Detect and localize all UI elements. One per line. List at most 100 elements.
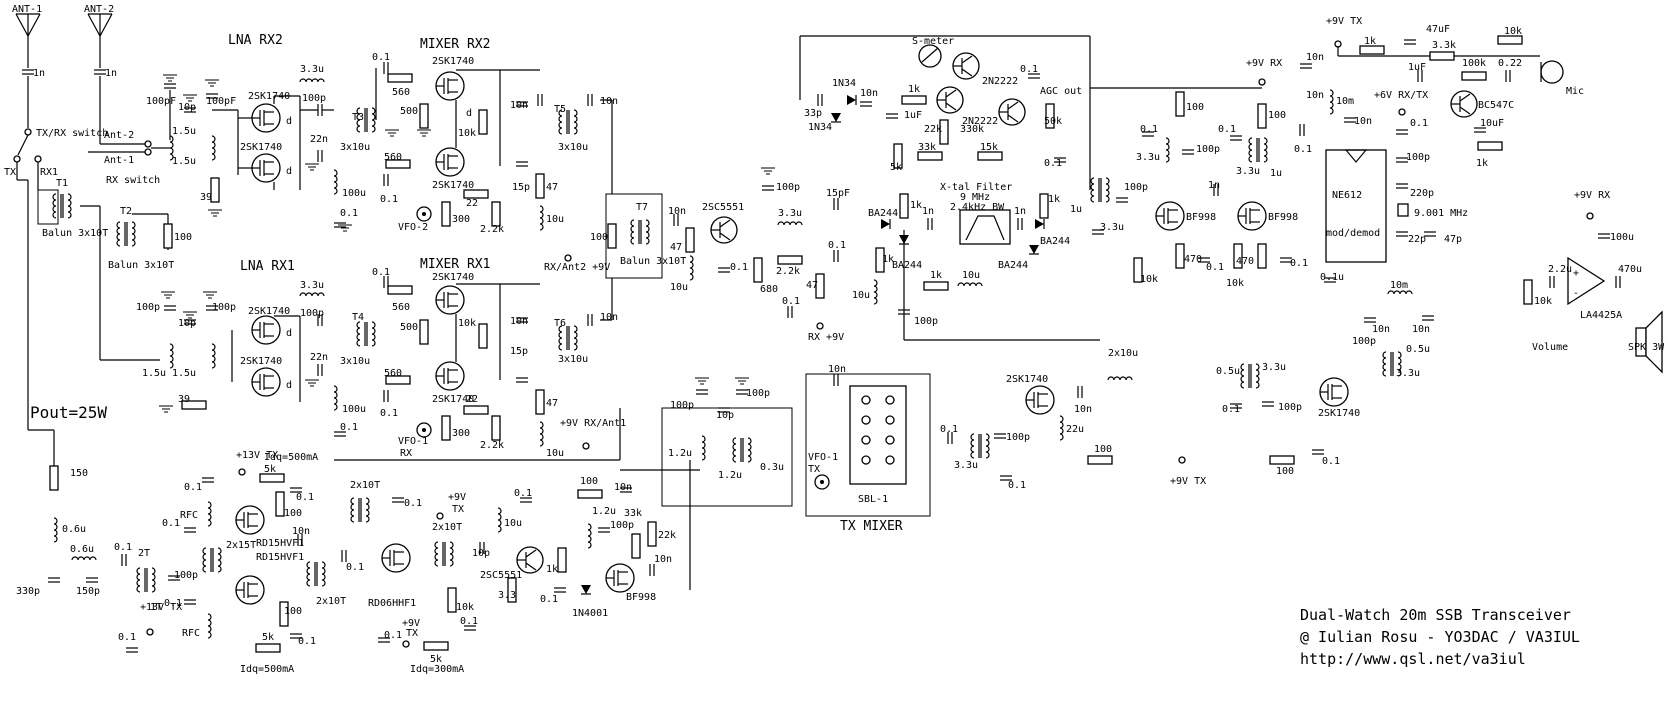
svg-text:2SK1740: 2SK1740 bbox=[432, 56, 474, 67]
svg-text:100: 100 bbox=[590, 232, 608, 243]
svg-text:1k: 1k bbox=[910, 200, 922, 211]
svg-text:2.2k: 2.2k bbox=[776, 266, 800, 277]
svg-text:T1: T1 bbox=[56, 178, 68, 189]
svg-text:1.2u: 1.2u bbox=[668, 448, 692, 459]
lna-rx2-label: LNA RX2 bbox=[228, 33, 283, 48]
svg-text:0.3u: 0.3u bbox=[760, 462, 784, 473]
svg-text:1k: 1k bbox=[546, 564, 558, 575]
svg-text:100p: 100p bbox=[1406, 152, 1430, 163]
svg-text:0.1: 0.1 bbox=[296, 492, 314, 503]
svg-text:d: d bbox=[466, 108, 472, 119]
antenna-2: ANT-2 bbox=[84, 4, 114, 45]
svg-text:3.3u: 3.3u bbox=[300, 64, 324, 75]
svg-text:TX: TX bbox=[452, 504, 464, 515]
ant1-label: ANT-1 bbox=[12, 4, 42, 15]
svg-text:0.1: 0.1 bbox=[380, 408, 398, 419]
svg-text:0.1: 0.1 bbox=[118, 632, 136, 643]
svg-text:100: 100 bbox=[284, 508, 302, 519]
svg-text:VFO-1: VFO-1 bbox=[808, 452, 838, 463]
svg-text:0.1: 0.1 bbox=[346, 562, 364, 573]
svg-text:47: 47 bbox=[670, 242, 682, 253]
svg-text:100p: 100p bbox=[1124, 182, 1148, 193]
svg-text:d: d bbox=[286, 116, 292, 127]
svg-text:100pF: 100pF bbox=[146, 96, 176, 107]
svg-text:2.2u: 2.2u bbox=[1548, 264, 1572, 275]
agc-smeter: 33p 1N34 1N34 10n 1uF 1k S-meter 2N2222 … bbox=[799, 35, 1091, 190]
svg-text:3.3u: 3.3u bbox=[1136, 152, 1160, 163]
svg-text:2SK1740: 2SK1740 bbox=[432, 394, 474, 405]
svg-text:100p: 100p bbox=[610, 520, 634, 531]
svg-text:T4: T4 bbox=[352, 312, 364, 323]
lna-rx1-label: LNA RX1 bbox=[240, 259, 295, 274]
svg-text:100p: 100p bbox=[1278, 402, 1302, 413]
svg-text:39: 39 bbox=[200, 192, 212, 203]
svg-text:100k: 100k bbox=[1462, 58, 1486, 69]
xtal-bw-label: 2.4kHz BW bbox=[950, 202, 1005, 213]
svg-text:15p: 15p bbox=[512, 182, 530, 193]
svg-text:100p: 100p bbox=[302, 93, 326, 104]
pa-output: 150 0.6u 0.6u 0.1 330p 150p 2T 1T bbox=[16, 465, 162, 613]
svg-text:10k: 10k bbox=[1534, 296, 1552, 307]
rx-9v-audio-label: +9V RX bbox=[1574, 190, 1610, 201]
svg-text:3.3u: 3.3u bbox=[1236, 166, 1260, 177]
svg-text:RFC: RFC bbox=[182, 628, 200, 639]
tx-mixer: SBL-1 VFO-1 TX 10n 0.1 3.3u 100p 2SK1740… bbox=[805, 348, 1138, 517]
svg-text:0.5u: 0.5u bbox=[1406, 344, 1430, 355]
spk-label: SPK 3W bbox=[1628, 342, 1665, 353]
svg-text:100p: 100p bbox=[300, 308, 324, 319]
ne612-section: NE612 mod/demod 0.1 +6V RX/TX 100p 220p … bbox=[1299, 52, 1468, 335]
svg-text:33k: 33k bbox=[624, 508, 642, 519]
svg-text:50k: 50k bbox=[1044, 116, 1062, 127]
svg-text:100: 100 bbox=[284, 606, 302, 617]
svg-text:10k: 10k bbox=[1504, 26, 1522, 37]
svg-text:2N2222: 2N2222 bbox=[982, 76, 1018, 87]
rx-switch: Ant-2 Ant-1 RX switch bbox=[88, 112, 164, 186]
rx-switch-label: RX switch bbox=[106, 175, 160, 186]
svg-text:1k: 1k bbox=[908, 84, 920, 95]
svg-text:2SK1740: 2SK1740 bbox=[248, 91, 290, 102]
svg-text:Balun 3x10T: Balun 3x10T bbox=[620, 256, 686, 267]
rx-9v-label: RX +9V bbox=[808, 332, 844, 343]
svg-text:100p: 100p bbox=[1006, 432, 1030, 443]
svg-text:100p: 100p bbox=[670, 400, 694, 411]
rx-ant2-label: RX/Ant2 +9V bbox=[544, 262, 610, 273]
svg-text:1k: 1k bbox=[1048, 194, 1060, 205]
svg-text:2T: 2T bbox=[138, 548, 150, 559]
svg-text:15pF: 15pF bbox=[826, 188, 850, 199]
svg-text:T3: T3 bbox=[352, 112, 364, 123]
svg-text:0.1: 0.1 bbox=[1020, 64, 1038, 75]
audio-amp: +9V RX 100u + - LA4425A 2.2u 10k Volume … bbox=[1523, 190, 1665, 374]
svg-text:2N2222: 2N2222 bbox=[962, 116, 998, 127]
svg-text:1n: 1n bbox=[105, 68, 117, 79]
svg-text:100: 100 bbox=[174, 232, 192, 243]
svg-text:1uF: 1uF bbox=[904, 110, 922, 121]
txrx-switch: TX/RX switch TX RX1 bbox=[4, 128, 108, 475]
svg-text:100u: 100u bbox=[1610, 232, 1634, 243]
svg-text:300: 300 bbox=[452, 214, 470, 225]
svg-text:BF998: BF998 bbox=[1186, 212, 1216, 223]
svg-text:1k: 1k bbox=[1476, 158, 1488, 169]
svg-text:BA244: BA244 bbox=[868, 208, 898, 219]
svg-text:47: 47 bbox=[546, 182, 558, 193]
mic-label: Mic bbox=[1566, 86, 1584, 97]
svg-text:10n: 10n bbox=[600, 96, 618, 107]
svg-text:3x10u: 3x10u bbox=[558, 142, 588, 153]
mixer-rx2-label: MIXER RX2 bbox=[420, 37, 490, 52]
svg-text:560: 560 bbox=[384, 368, 402, 379]
svg-text:3x10u: 3x10u bbox=[340, 356, 370, 367]
lna-rx1: 100p 1.5u 1.5u 10p 100p 39 2SK1740 2SK17… bbox=[136, 280, 366, 437]
svg-text:100p: 100p bbox=[1352, 336, 1376, 347]
svg-text:BC547C: BC547C bbox=[1478, 100, 1514, 111]
ant2-label: ANT-2 bbox=[84, 4, 114, 15]
svg-text:10n: 10n bbox=[1354, 116, 1372, 127]
svg-text:0.1: 0.1 bbox=[1410, 118, 1428, 129]
rxtx-6v-label: +6V RX/TX bbox=[1374, 90, 1428, 101]
svg-text:RD06HHF1: RD06HHF1 bbox=[368, 598, 416, 609]
svg-text:Balun 3x10T: Balun 3x10T bbox=[42, 228, 108, 239]
svg-text:-: - bbox=[1573, 288, 1579, 299]
svg-text:10u: 10u bbox=[546, 214, 564, 225]
svg-text:22p: 22p bbox=[1408, 234, 1426, 245]
svg-text:2.2k: 2.2k bbox=[480, 440, 504, 451]
svg-text:LA4425A: LA4425A bbox=[1580, 310, 1622, 321]
svg-text:3.3u: 3.3u bbox=[300, 280, 324, 291]
